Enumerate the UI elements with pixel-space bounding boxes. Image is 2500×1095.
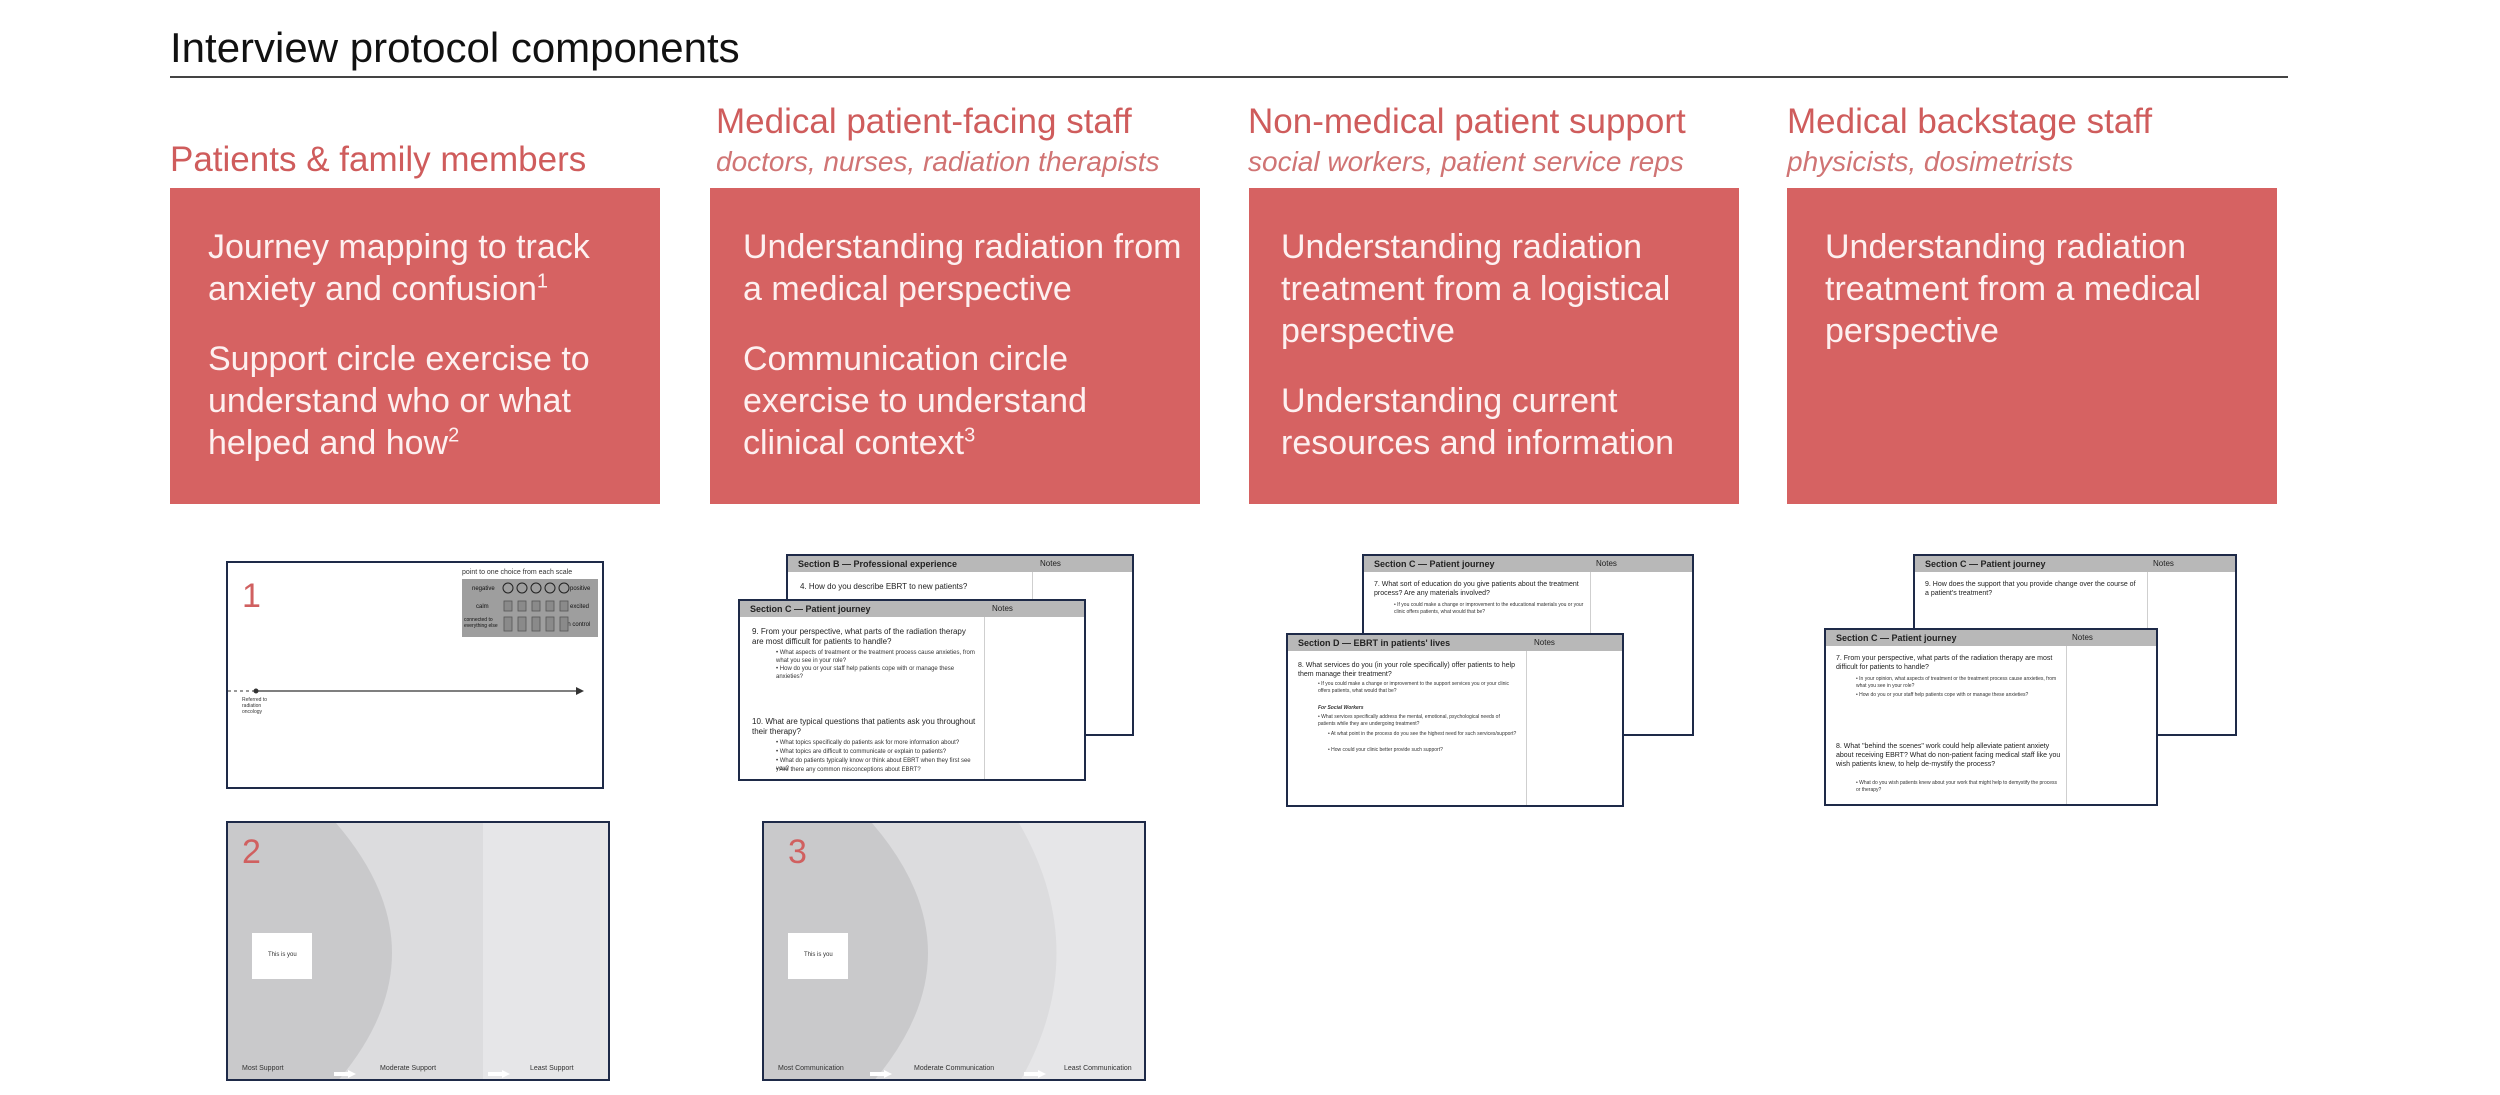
column-title-backstage-staff: Medical backstage staff <box>1787 102 2153 141</box>
doc-question: 9. How does the support that you provide… <box>1925 581 2136 597</box>
column-title-nonmedical-support: Non-medical patient support <box>1248 102 1686 141</box>
emotion-scale-legend: negative calm connected to everything el… <box>462 579 598 637</box>
scale-left-connected: connected to everything else <box>464 617 498 629</box>
you-card: This is you <box>788 933 848 979</box>
doc-bullet: • How do you or your staff help patients… <box>776 666 955 680</box>
column-subtitle-nonmedical-support: social workers, patient service reps <box>1248 146 1684 177</box>
doc-bullet: • If you could make a change or improvem… <box>1318 681 1510 694</box>
doc-question: 10. What are typical questions that pati… <box>752 717 976 736</box>
communication-label-least: Least Communication <box>1064 1065 1132 1072</box>
communication-circle-thumbnail: 3 This is you Most Communication Moderat… <box>762 821 1146 1081</box>
timeline-start-label: Referred to radiation oncology <box>242 697 268 715</box>
backstage-method-1: Understanding radiation treatment from a… <box>1825 228 2202 350</box>
support-circles-graphic <box>228 823 608 1079</box>
patients-method-2: Support circle exercise to understand wh… <box>208 340 590 462</box>
legend-title: point to one choice from each scale <box>462 569 573 576</box>
doc-question: 7. What sort of education do you give pa… <box>1374 581 1579 597</box>
doc-bullet: • What topics specifically do patients a… <box>776 740 960 746</box>
doc-bullet: • What services specifically address the… <box>1318 714 1500 727</box>
column-title-medical-staff: Medical patient-facing staff <box>716 102 1132 141</box>
medical-staff-method-1: Understanding radiation from a medical p… <box>743 228 1182 308</box>
doc-bullet: • What topics are difficult to communica… <box>776 749 947 755</box>
communication-label-moderate: Moderate Communication <box>914 1065 995 1072</box>
doc-bullet: • What do you wish patients knew about y… <box>1856 780 2058 793</box>
doc-question: 7. From your perspective, what parts of … <box>1836 655 2053 671</box>
doc-bullet: • How do you or your staff help patients… <box>1856 692 2029 698</box>
slide-number-3: 3 <box>788 833 807 871</box>
journey-timeline-arrow-icon <box>228 687 584 695</box>
doc-bullet: • What aspects of treatment or the treat… <box>776 650 975 664</box>
doc-bullet: • How could your clinic better provide s… <box>1328 747 1443 753</box>
you-card: This is you <box>252 933 312 979</box>
scale-left-calm: calm <box>476 604 489 610</box>
doc-bullet: • Are there any common misconceptions ab… <box>776 767 921 773</box>
arrow-right-icon <box>870 1065 892 1078</box>
arrow-right-icon <box>1024 1065 1046 1078</box>
backstage-methods-box: Understanding radiation treatment from a… <box>1787 188 2277 504</box>
title-divider <box>170 76 2288 78</box>
you-label: This is you <box>804 952 833 958</box>
doc-question: 8. What "behind the scenes" work could h… <box>1836 743 2061 768</box>
medical-staff-method-2: Communication circle exercise to underst… <box>743 340 1087 462</box>
doc-question: 9. From your perspective, what parts of … <box>752 627 966 646</box>
scale-right-positive: positive <box>570 586 591 592</box>
doc-subheading: For Social Workers <box>1318 705 1364 711</box>
scale-right-in-control: in control <box>566 622 591 628</box>
nonmedical-methods-box: Understanding radiation treatment from a… <box>1249 188 1739 504</box>
doc-bullet: • What do patients typically know or thi… <box>776 758 971 772</box>
scale-left-negative: negative <box>472 586 495 592</box>
doc-question: 8. What services do you (in your role sp… <box>1298 662 1515 678</box>
doc-bullet: • If you could make a change or improvem… <box>1394 602 1584 615</box>
column-subtitle-medical-staff: doctors, nurses, radiation therapists <box>716 146 1160 177</box>
column-subtitle-backstage-staff: physicists, dosimetrists <box>1787 146 2074 177</box>
medical-staff-methods-box: Understanding radiation from a medical p… <box>710 188 1200 504</box>
support-circle-thumbnail: 2 This is you Most Support Moderate Supp… <box>226 821 610 1081</box>
support-label-moderate: Moderate Support <box>380 1065 437 1072</box>
emoji-faces-icon <box>502 582 570 632</box>
doc-question: 4. How do you describe EBRT to new patie… <box>800 582 968 591</box>
patients-methods-box: Journey mapping to track anxiety and con… <box>170 188 660 504</box>
page-title: Interview protocol components <box>170 24 740 71</box>
slide-number-2: 2 <box>242 833 261 871</box>
support-label-least: Least Support <box>530 1065 574 1072</box>
column-title-patients: Patients & family members <box>170 140 587 179</box>
slide-number-1: 1 <box>242 577 261 615</box>
you-label: This is you <box>268 952 297 958</box>
support-label-most: Most Support <box>242 1065 284 1072</box>
arrow-right-icon <box>334 1065 356 1078</box>
patients-method-1: Journey mapping to track anxiety and con… <box>208 228 590 308</box>
nonmedical-method-2: Understanding current resources and info… <box>1281 382 1675 462</box>
arrow-right-icon <box>488 1065 510 1078</box>
journey-map-thumbnail: 1 point to one choice from each scale ne… <box>226 561 604 789</box>
doc-bullet: • In your opinion, what aspects of treat… <box>1856 676 2057 689</box>
nonmedical-method-1: Understanding radiation treatment from a… <box>1281 228 1671 350</box>
communication-label-most: Most Communication <box>778 1065 844 1072</box>
doc-bullet: • At what point in the process do you se… <box>1328 731 1517 737</box>
scale-right-excited: excited <box>570 604 590 610</box>
